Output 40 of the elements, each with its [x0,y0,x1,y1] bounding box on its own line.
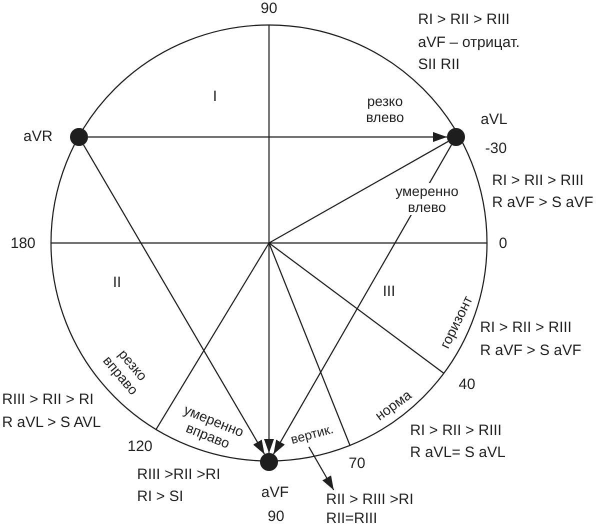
criteria-text: RI > SI [137,488,184,506]
lead-dot [447,128,465,146]
arrow [272,144,452,454]
criteria-text: SII RII [418,56,460,74]
arrow [308,446,334,490]
criteria-text: RIII >RII >RI [137,466,220,484]
lead-dot [70,128,88,146]
angle-label: 70 [348,455,366,473]
angle-label: 0 [498,235,508,253]
angle-label: 40 [458,376,476,394]
arrow [88,132,447,142]
lead-label: aVR [23,128,53,146]
angle-label: 90 [268,508,284,526]
sector-label: резко влево [366,93,404,125]
criteria-text: RI > RII > RIII [410,422,502,440]
criteria-text: R aVL > S AVL [2,414,101,432]
lead-label: aVF [261,484,289,502]
angle-label: 120 [127,438,153,456]
criteria-text: aVF – отрицат. [418,34,520,52]
criteria-text: RII=RIII [326,509,378,528]
criteria-text: RI > RII > RIII [418,11,510,29]
region-numeral: I [212,88,218,106]
lead-label: aVL [480,111,508,129]
criteria-text: R aVL= S aVL [410,444,506,462]
angle-label: 90 [260,0,278,18]
lead-dot [260,453,278,471]
criteria-text: RI > RII > RIII [480,319,572,337]
sector-label: умеренно влево [393,183,461,215]
criteria-text: RI > RII > RIII [492,172,584,190]
criteria-text: RII > RIII >RI [326,490,414,509]
sector-label: вертик. [289,421,335,447]
arrow [82,144,266,454]
angle-label: -30 [485,140,507,158]
criteria-text: R aVF > S aVF [492,194,594,212]
region-numeral: II [112,274,122,292]
criteria-text: RIII > RII > RI [2,391,94,409]
region-numeral: III [382,283,396,301]
arrow [264,25,274,453]
angle-label: 180 [10,235,36,253]
criteria-text: R aVF > S aVF [480,342,582,360]
